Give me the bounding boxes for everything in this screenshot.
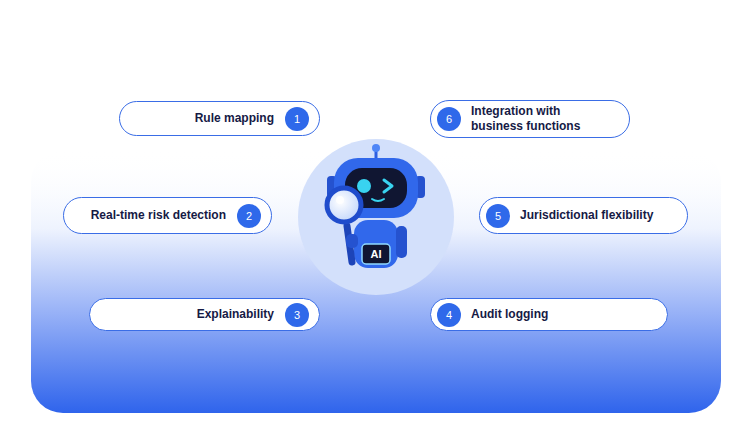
magnifier-glass [327,188,361,222]
center-circle [298,139,454,295]
robot-antenna-tip [372,144,380,152]
feature-pill: Integration with business functions 6 [430,100,630,138]
magnifier-glint [336,196,344,204]
callout-number: 3 [285,303,309,327]
feature-pill: Audit logging 4 [430,298,668,331]
robot-hand [346,234,358,248]
feature-label: Rule mapping [195,111,274,126]
callout-number: 5 [486,204,510,228]
feature-label: Explainability [197,307,274,322]
robot-wink [384,180,392,192]
feature-label: Audit logging [471,307,548,322]
callout-number: 6 [437,107,461,131]
feature-label: Jurisdictional flexibility [520,208,653,223]
robot-arm [396,226,407,258]
callout-number: 4 [437,303,461,327]
feature-pill: Rule mapping 1 [119,101,320,136]
robot-chest-badge [362,244,390,264]
feature-label: Integration with business functions [471,104,601,134]
feature-pill: Explainability 3 [89,298,320,331]
callout-number: 2 [237,204,261,228]
robot-mouth [372,199,384,201]
robot-eye [357,179,371,193]
callout-number: 1 [285,107,309,131]
robot-body [354,220,398,268]
robot-illustration [327,144,425,268]
feature-pill: Real-time risk detection 2 [63,197,272,234]
badge-label: AI [362,247,390,261]
feature-label: Real-time risk detection [91,208,226,223]
feature-pill: Jurisdictional flexibility 5 [479,197,688,234]
